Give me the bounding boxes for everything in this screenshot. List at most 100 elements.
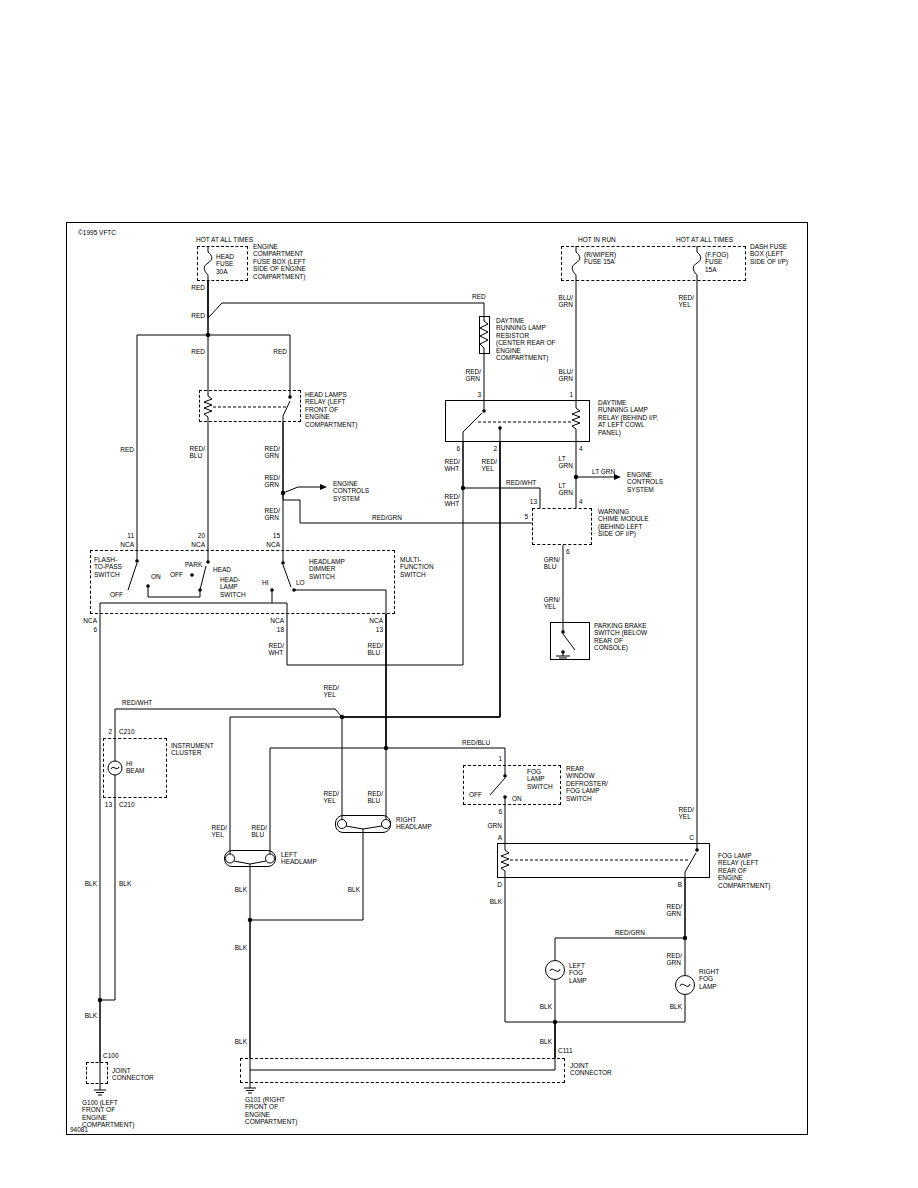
bulb-symbol [108,761,122,775]
component-label: LEFT FOG LAMP [569,962,587,984]
wire-color: BLK [235,886,247,893]
bulb-symbol [338,820,347,829]
pin-label: 1 [498,755,502,762]
wire [555,878,685,960]
pin-label: 6 [93,626,97,633]
pin-label: NCA [266,541,280,548]
pin-label: 5 [524,513,528,520]
pin-label: 13 [530,498,537,505]
pin-label: NCA [270,617,284,624]
joint-connector: C100JOINT CONNECTOR [86,1062,108,1084]
component-label: FOG LAMP SWITCH [527,768,553,790]
module-box: WARNING CHIME MODULE (BEHIND LEFT SIDE O… [532,508,592,545]
component-label: HEADLAMP DIMMER SWITCH [309,558,345,580]
fog-lamp: LEFT FOG LAMP [545,960,565,980]
wire [563,545,564,622]
fuse-box: HOT IN RUNHOT AT ALL TIMES(R/WIPER) FUSE… [561,246,746,281]
headlamp: LEFT HEADLAMP [224,850,276,867]
wire-color: RED [120,446,134,453]
wire [386,614,505,765]
wire-color: RED/ YEL [323,684,339,699]
wire-color: RED/ BLU [189,445,205,460]
component-label: DAYTIME RUNNING LAMP RESISTOR (CENTER RE… [496,317,556,362]
note-label: ON [512,795,522,802]
wire-color: BLK [670,1003,682,1010]
switch-box: FLASH-TO-PASS SWITCHHEAD-LAMP SWITCHHEAD… [90,550,395,614]
component-label: (F.FOG) FUSE 15A [705,251,728,273]
wire-color: LT GRN [559,455,573,470]
wire-color: RED/WHT [506,479,536,486]
wire [576,281,577,400]
wire-color: RED [191,312,205,319]
note-label: OFF [110,591,123,598]
wire-color: BLK [235,1038,247,1045]
component-label: MULTI-FUNCTION SWITCH [400,556,434,578]
note-label: ENGINE CONTROLS SYSTEM [333,480,369,502]
pin-label: 18 [277,626,284,633]
wire-color: BLK [540,1003,552,1010]
contact-dot [503,795,507,799]
note-label: G100 (LEFT FRONT OF ENGINE COMPARTMENT) [82,1099,137,1129]
component-label: JOINT CONNECTOR [570,1062,612,1077]
wire-color: RED/GRN [615,929,645,936]
wire-color: RED/ BLU [367,790,383,805]
pin-label: A [498,834,502,841]
wire-color: RED [273,348,287,355]
wire [208,335,290,390]
wire-color: RED/ BLU [251,824,267,839]
component-label: WARNING CHIME MODULE (BEHIND LEFT SIDE O… [598,508,650,538]
relay-coil [204,390,580,878]
headlamp: RIGHT HEADLAMP [335,815,391,833]
wire-color: BLK [119,880,131,887]
note-label: HI [262,579,269,586]
wire [697,281,698,843]
relay-box: DAYTIME RUNNING LAMP RELAY (BEHIND I/P, … [445,400,590,442]
wire-color: BLU/ GRN [559,368,573,383]
pin-label: 6 [456,445,460,452]
wire [484,354,485,400]
wire-color: RED/ YEL [678,294,694,309]
wire [100,798,115,1062]
wire-color: RED/ BLU [367,642,383,657]
pin-label: C210 [119,801,135,808]
pin-label: NCA [83,617,97,624]
wire-color: RED/BLU [462,739,490,746]
wire-color: RED [191,348,205,355]
component-label: INSTRUMENT CLUSTER [171,742,214,757]
wire [208,281,484,318]
joint-connector: C111JOINT CONNECTOR [240,1058,565,1083]
wire [283,422,532,523]
wire-color: BLU/ GRN [559,294,573,309]
contact-dot [695,848,699,852]
wire-color: GRN/ BLU [544,556,560,571]
pin-label: 13 [105,801,112,808]
wire [208,422,209,550]
resistor-box: DAYTIME RUNNING LAMP RESISTOR (CENTER RE… [479,316,490,354]
resistor-symbol [480,316,488,354]
component-label: DAYTIME RUNNING LAMP RELAY (BEHIND I/P, … [598,399,658,436]
component-label: HEAD FUSE 30A [216,253,234,275]
wire [342,442,500,815]
relay-linkage [213,407,690,860]
page-frame [67,223,808,1135]
fuse-box: HOT AT ALL TIMESHEAD FUSE 30AENGINE COMP… [197,246,248,281]
wire-color: RED/ GRN [465,368,481,383]
pin-label: 13 [376,626,383,633]
wire-color: LT GRN [559,482,573,497]
contact-dot [198,588,202,592]
wire-color: RED/ YEL [678,806,694,821]
pin-label: 11 [127,532,134,539]
wire [505,805,506,843]
component-label: FLASH-TO-PASS SWITCH [94,556,128,578]
wire-color: RED/ GRN [666,903,682,918]
pin-label: C210 [119,728,135,735]
switch-contacts [100,550,575,805]
contact-dot [498,426,502,430]
bulb-symbol [382,820,391,829]
relay-box: FOG LAMP RELAY (LEFT REAR OF ENGINE COMP… [497,843,710,878]
note-label: PARK [185,561,202,568]
component-label: (R/WIPER) FUSE 15A [584,251,616,266]
wire [505,878,555,1058]
pin-label: 20 [198,532,205,539]
